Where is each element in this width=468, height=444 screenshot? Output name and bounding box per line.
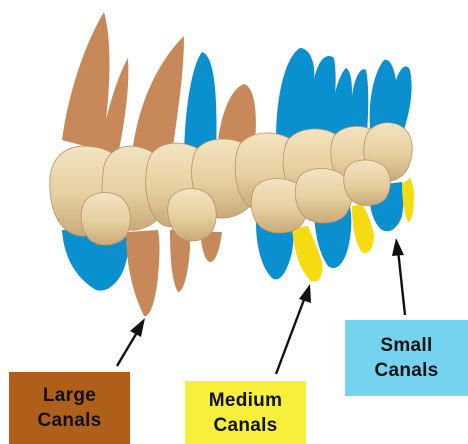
crown [168,189,217,241]
medium-canals-arrow [276,297,305,374]
large-canals-line2: Canals [37,408,101,433]
small-canals-arrowhead [392,238,404,256]
small-canals-arrow [398,250,405,315]
large-canals-line1: Large [43,383,96,408]
large-canal-root [62,12,128,155]
crown [81,193,130,245]
medium-canals-line1: Medium [209,388,283,413]
large-canals-arrowhead [130,318,145,337]
small-canals-line2: Canals [374,358,438,383]
small-canals-label: Small Canals [345,320,468,396]
medium-canal-root [352,204,374,253]
medium-canals-line2: Canals [213,413,277,438]
crown [295,169,352,223]
medium-canals-arrowhead [299,284,311,303]
medium-canals-label: Medium Canals [185,381,306,444]
large-canal-root [126,230,160,316]
small-canal-root [370,60,412,130]
small-canal-root [276,48,336,140]
small-canals-line1: Small [380,333,432,358]
large-canals-label: Large Canals [9,372,130,444]
medium-canal-root [402,178,414,222]
crown [344,160,391,205]
large-canals-arrow [117,329,139,366]
